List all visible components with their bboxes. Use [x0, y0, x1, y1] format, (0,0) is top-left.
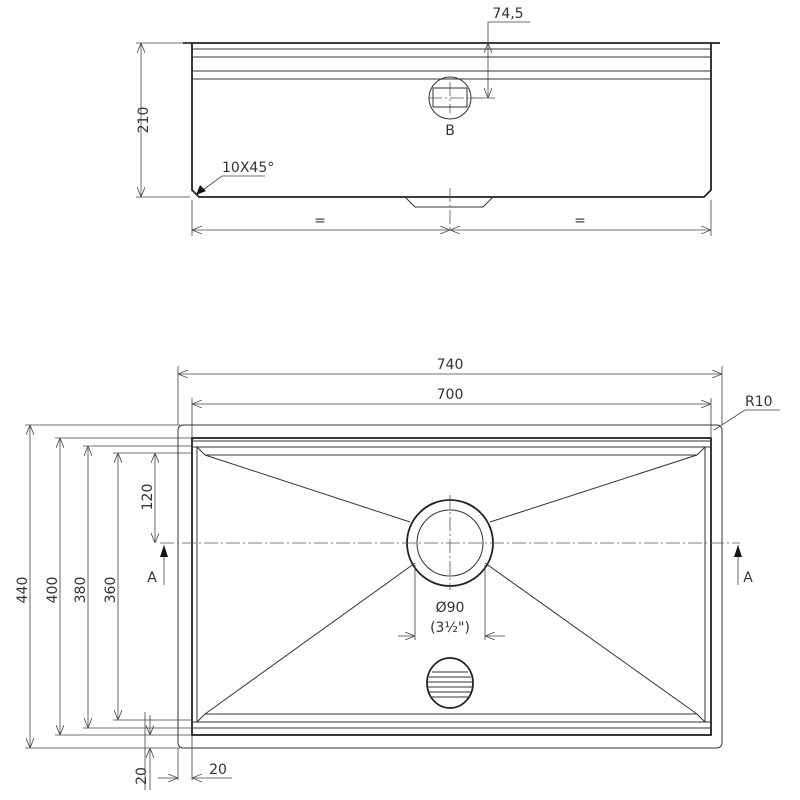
chamfer-note: 10X45° [195, 160, 274, 196]
svg-text:210: 210 [136, 107, 152, 134]
detail-b-marker: B [428, 76, 474, 139]
svg-text:20: 20 [209, 762, 227, 778]
side-view: B 210 74,5 10X45° = = [136, 6, 720, 236]
rim-dims: 20 20 [134, 712, 232, 790]
dim-diameter: Ø90 (3½") [398, 565, 505, 640]
dim-700: 700 [191, 387, 712, 438]
svg-text:10X45°: 10X45° [222, 160, 274, 176]
svg-text:R10: R10 [745, 394, 773, 410]
svg-text:=: = [574, 213, 586, 229]
dim-210: 210 [136, 42, 190, 198]
svg-text:360: 360 [103, 577, 119, 604]
svg-text:120: 120 [140, 484, 156, 511]
dim-equal: = = [191, 200, 712, 236]
vertical-dims: 440 400 380 360 120 [15, 424, 192, 749]
svg-text:20: 20 [134, 767, 150, 785]
overflow-grille [426, 657, 474, 709]
svg-text:=: = [314, 213, 326, 229]
svg-text:A: A [147, 570, 157, 586]
dim-740: 740 [177, 357, 723, 425]
svg-text:Ø90: Ø90 [436, 600, 465, 616]
plan-view: Ø90 (3½") 740 700 R10 440 400 380 3 [15, 357, 780, 790]
section-markers: A A [147, 545, 753, 586]
detail-label: B [445, 123, 455, 139]
svg-text:740: 740 [437, 357, 464, 373]
svg-text:A: A [743, 570, 753, 586]
dim-74-5: 74,5 [470, 6, 530, 99]
svg-text:74,5: 74,5 [492, 6, 523, 22]
svg-text:380: 380 [73, 577, 89, 604]
svg-text:440: 440 [15, 577, 31, 604]
drain [406, 495, 494, 590]
svg-text:700: 700 [437, 387, 464, 403]
radius-note: R10 [713, 394, 780, 431]
svg-text:(3½"): (3½") [430, 620, 470, 636]
svg-text:400: 400 [45, 577, 61, 604]
